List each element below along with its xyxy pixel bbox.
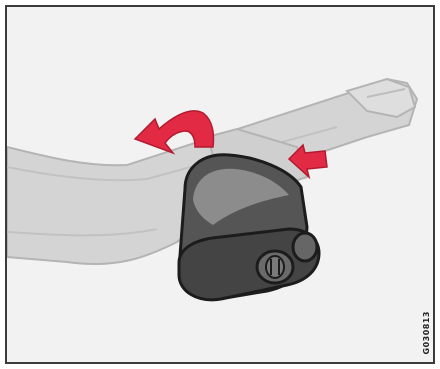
rotate-arrow-icon [135, 111, 214, 153]
illustration-frame: G030813 [5, 5, 435, 364]
reference-code: G030813 [422, 311, 431, 354]
carrier-bar-lock-illustration [7, 7, 433, 362]
